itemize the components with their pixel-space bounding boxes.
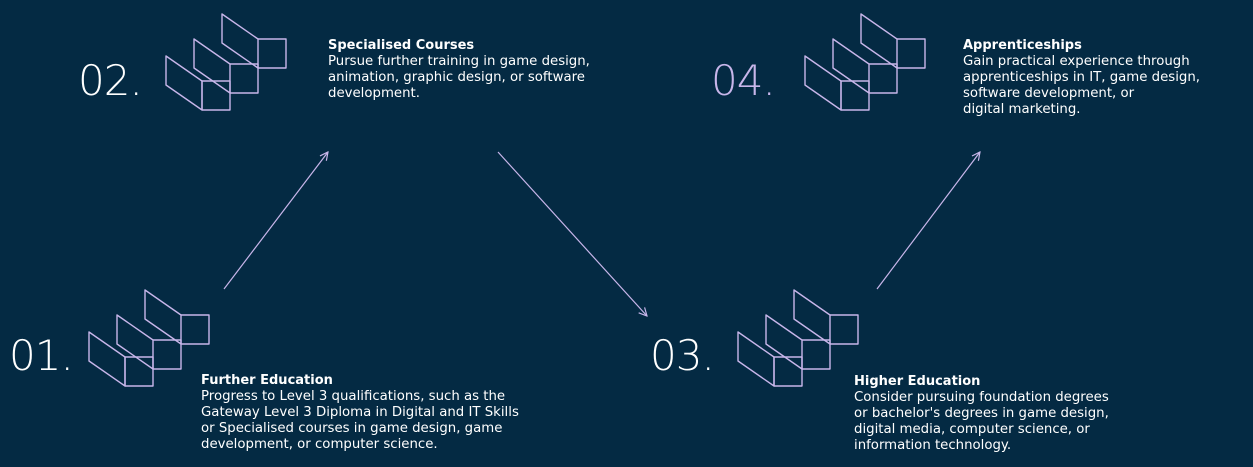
- arrow-02-to-03: [497, 151, 647, 316]
- step-02-text: Specialised Courses Pursue further train…: [328, 38, 658, 102]
- arrow-01-to-02: [223, 152, 328, 290]
- step-01-title: Further Education: [201, 373, 333, 388]
- stairs-icon: [804, 13, 930, 111]
- step-02-title: Specialised Courses: [328, 38, 475, 53]
- step-04-description: Gain practical experience through appren…: [963, 54, 1200, 117]
- step-02-description: Pursue further training in game design, …: [328, 54, 590, 101]
- step-03-description: Consider pursuing foundation degrees or …: [854, 390, 1109, 453]
- arrow-03-to-04: [876, 152, 980, 290]
- step-03-title: Higher Education: [854, 374, 981, 389]
- step-01-text: Further Education Progress to Level 3 qu…: [201, 373, 561, 453]
- step-01-number: 01.: [9, 331, 74, 380]
- stairs-icon: [88, 289, 214, 387]
- step-03-number: 03.: [650, 331, 715, 380]
- step-02-number: 02.: [78, 56, 143, 105]
- step-03-text: Higher Education Consider pursuing found…: [854, 374, 1184, 454]
- step-04-title: Apprenticeships: [963, 38, 1082, 53]
- step-01-description: Progress to Level 3 qualifications, such…: [201, 389, 519, 452]
- step-04-number: 04.: [711, 56, 776, 105]
- step-04-text: Apprenticeships Gain practical experienc…: [963, 38, 1253, 118]
- stairs-icon: [165, 13, 291, 111]
- stairs-icon: [737, 289, 863, 387]
